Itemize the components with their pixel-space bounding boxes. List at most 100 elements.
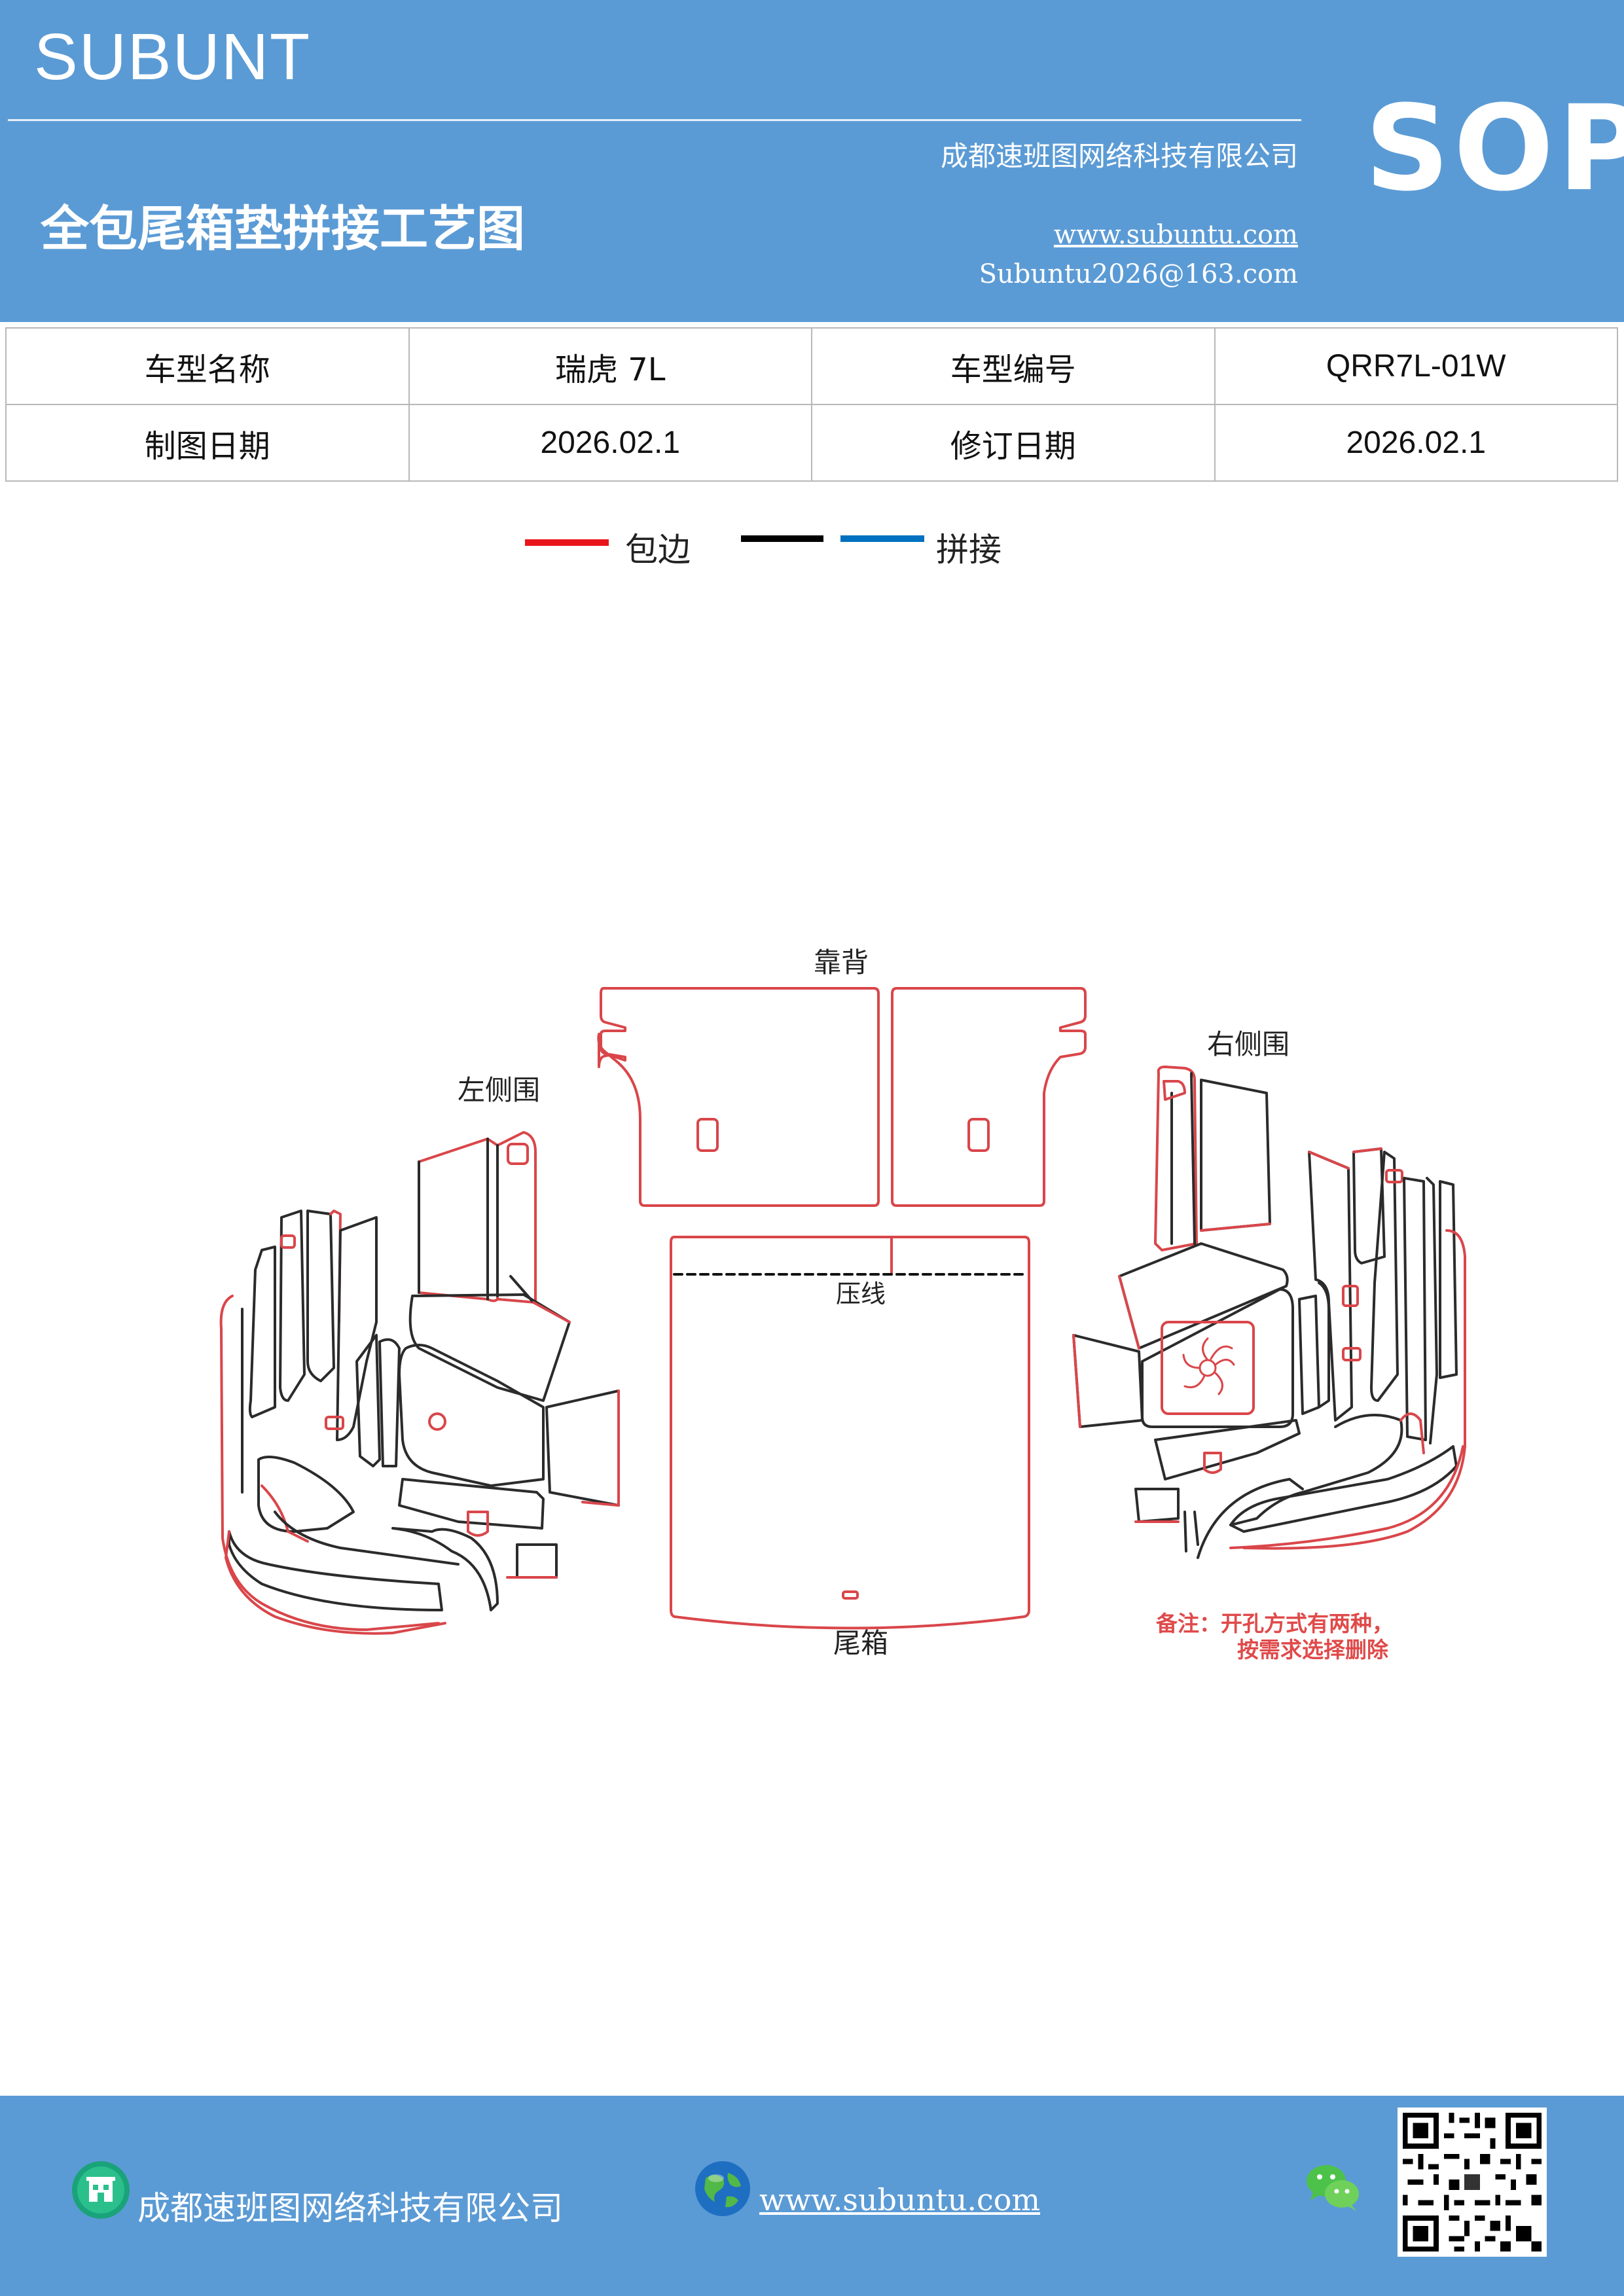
left-rim xyxy=(225,1530,446,1635)
left-curve-1-red xyxy=(261,1484,309,1543)
right-piece-e-red xyxy=(1072,1334,1081,1428)
right-slot-b xyxy=(1342,1285,1359,1307)
left-curve-1 xyxy=(257,1456,355,1533)
brand-name: SUBUNT xyxy=(34,20,312,94)
value-draw-date: 2026.02.1 xyxy=(408,404,812,482)
left-piece-b-seam xyxy=(496,1144,535,1304)
label-model-name: 车型名称 xyxy=(5,327,410,405)
right-piece-a-seam xyxy=(1170,1072,1196,1245)
label-model-code: 车型编号 xyxy=(811,327,1216,405)
legend: 包边 拼接 xyxy=(0,517,1624,583)
value-revise-date: 2026.02.1 xyxy=(1214,404,1618,482)
right-rim xyxy=(1229,1445,1464,1549)
right-curve-3 xyxy=(1229,1445,1458,1533)
right-slot-c xyxy=(1342,1347,1362,1361)
left-piece-c-edge xyxy=(532,1301,571,1323)
header-website-link[interactable]: www.subuntu.com xyxy=(1053,220,1298,250)
right-strip-8 xyxy=(1439,1180,1458,1379)
right-curve-2 xyxy=(1229,1414,1403,1526)
vehicle-info-table: 车型名称 瑞虎 7L 车型编号 QRR7L-01W 制图日期 2026.02.1… xyxy=(5,327,1618,482)
note-line-1: 备注：开孔方式有两种， xyxy=(1156,1611,1394,1636)
building-icon xyxy=(72,2161,130,2219)
table-row: 车型名称 瑞虎 7L 车型编号 QRR7L-01W xyxy=(5,327,1618,405)
table-row: 制图日期 2026.02.1 修订日期 2026.02.1 xyxy=(5,404,1618,482)
left-curve-3 xyxy=(274,1511,460,1566)
header-banner: SUBUNT 成都速班图网络科技有限公司 全包尾箱垫拼接工艺图 www.subu… xyxy=(0,0,1624,322)
right-piece-c-red xyxy=(1118,1275,1140,1350)
left-piece-d xyxy=(398,1344,545,1487)
left-hole xyxy=(428,1412,446,1431)
document-title: 全包尾箱垫拼接工艺图 xyxy=(41,201,525,257)
label-trunk: 尾箱 xyxy=(833,1627,888,1659)
right-side-panel xyxy=(1072,1066,1466,1559)
fan-icon xyxy=(1182,1337,1235,1395)
right-small-block xyxy=(1134,1488,1180,1523)
right-piece-a xyxy=(1154,1066,1198,1251)
left-inner-2 xyxy=(279,1210,306,1402)
right-strip-4-red xyxy=(1352,1147,1382,1153)
header-company: 成都速班图网络科技有限公司 xyxy=(940,140,1298,172)
legend-red-label: 包边 xyxy=(625,531,691,569)
right-curve-1 xyxy=(1154,1419,1301,1480)
right-strip-3-red xyxy=(1308,1151,1350,1170)
globe-icon xyxy=(695,2161,750,2216)
left-piece-e xyxy=(545,1390,620,1507)
backrest-right-piece xyxy=(891,987,1087,1207)
sop-badge: SOP xyxy=(1365,81,1624,217)
left-inner-7 xyxy=(378,1338,401,1467)
right-curve-4 xyxy=(1197,1478,1304,1559)
left-slot-a xyxy=(507,1143,529,1165)
left-slot-b xyxy=(280,1234,296,1249)
left-small-block xyxy=(516,1543,558,1579)
footer-website-link[interactable]: www.subuntu.com xyxy=(759,2182,1041,2217)
right-strip-1 xyxy=(1298,1295,1320,1415)
wechat-icon xyxy=(1307,2165,1359,2211)
right-outer-strip xyxy=(1242,1229,1466,1550)
legend-black-line xyxy=(741,535,823,542)
label-revise-date: 修订日期 xyxy=(811,404,1216,482)
header-email: Subuntu2026@163.com xyxy=(979,259,1298,289)
legend-join-label: 拼接 xyxy=(936,531,1001,569)
left-piece-e-edge xyxy=(581,1390,620,1507)
left-piece-b xyxy=(496,1131,537,1304)
left-piece-a-seam xyxy=(418,1138,489,1300)
qr-code xyxy=(1398,2108,1547,2257)
note-line-2: 按需求选择删除 xyxy=(1237,1637,1389,1662)
left-inner-3 xyxy=(306,1210,335,1382)
left-outer-strip xyxy=(219,1295,440,1631)
right-strip-5 xyxy=(1370,1151,1399,1402)
legend-red-line xyxy=(525,539,609,546)
label-crease: 压线 xyxy=(836,1280,886,1308)
right-strip-3 xyxy=(1308,1151,1353,1422)
right-tab xyxy=(1203,1452,1222,1474)
footer-company: 成都速班图网络科技有限公司 xyxy=(137,2189,563,2227)
left-curve-4 xyxy=(391,1527,499,1611)
trunk-floor-outline xyxy=(670,1236,1030,1630)
left-piece-f xyxy=(398,1478,545,1530)
left-tab xyxy=(467,1511,489,1537)
right-strip-7 xyxy=(1426,1177,1438,1444)
trunk-floor-panel xyxy=(670,1236,1030,1630)
label-draw-date: 制图日期 xyxy=(5,404,410,482)
left-piece-c xyxy=(408,1293,571,1402)
trunk-floor-slot xyxy=(842,1590,859,1600)
backrest-left-piece xyxy=(597,987,880,1207)
backrest-slot-left xyxy=(696,1118,719,1152)
value-model-name: 瑞虎 7L xyxy=(408,327,812,405)
right-slot-d xyxy=(1385,1169,1403,1183)
left-inner-1 xyxy=(248,1246,276,1418)
left-inner-6 xyxy=(355,1334,381,1467)
value-model-code: QRR7L-01W xyxy=(1214,327,1618,405)
backrest-panel xyxy=(597,987,1087,1207)
footer-banner: 成都速班图网络科技有限公司 www.subuntu.com xyxy=(0,2096,1624,2296)
right-slot-a xyxy=(1163,1080,1186,1101)
backrest-slot-right xyxy=(967,1118,990,1152)
left-slot-c xyxy=(325,1416,344,1430)
right-piece-b xyxy=(1200,1079,1271,1232)
right-post xyxy=(1183,1511,1199,1552)
right-vent-frame xyxy=(1161,1321,1255,1415)
left-curve-2 xyxy=(228,1530,443,1611)
label-backrest: 靠背 xyxy=(814,946,869,978)
trunk-mat-diagram: 靠背 左侧围 右侧围 压线 尾箱 备注：开孔方式有两种， 按需求选择删除 xyxy=(219,946,1466,1662)
right-piece-b-red xyxy=(1200,1223,1271,1232)
